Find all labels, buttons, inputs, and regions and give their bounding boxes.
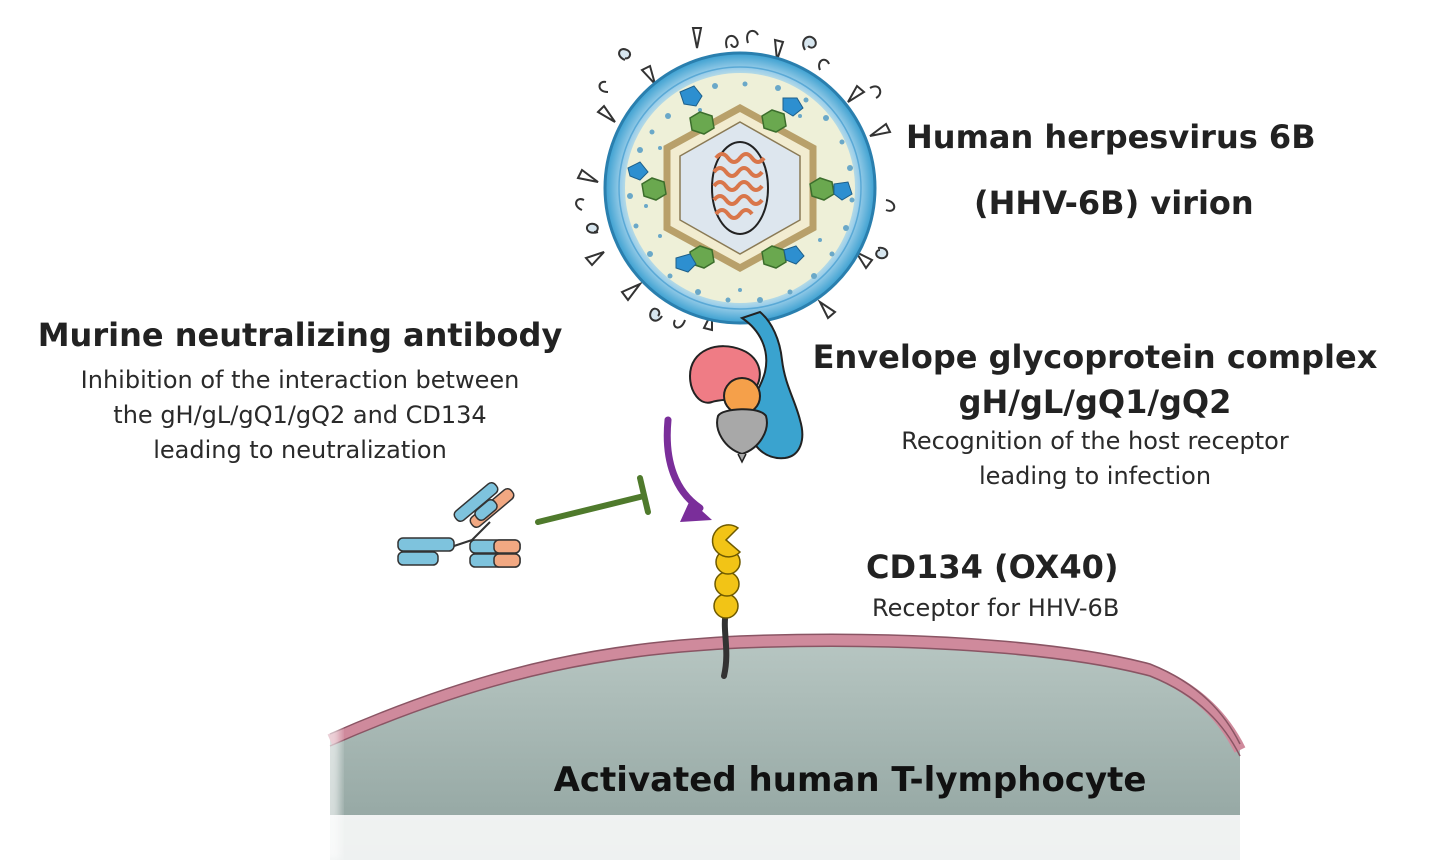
t-lymphocyte-cell (300, 633, 1250, 860)
viral-dna-coils (712, 152, 766, 220)
gq2-protein (716, 408, 768, 456)
cell-membrane (327, 634, 1246, 753)
receptor-title: CD134 (OX40) (866, 548, 1119, 586)
receptor-desc: Receptor for HHV-6B (872, 594, 1120, 622)
antibody-desc-line2: the gH/gL/gQ1/gQ2 and CD134 (113, 401, 487, 429)
glycoprotein-title-line1: Envelope glycoprotein complex (812, 338, 1378, 376)
viral-genome-ring (711, 141, 769, 235)
nucleocapsid-inner (679, 121, 801, 255)
capsid-proteins (641, 109, 835, 269)
cell-bottom-fade (320, 815, 1250, 860)
cell-body (330, 640, 1240, 860)
receptor-binding-head (711, 524, 742, 558)
cd134-receptor (711, 524, 742, 679)
glycoprotein-complex (688, 310, 804, 464)
cell-label: Activated human T-lymphocyte (553, 760, 1147, 800)
glycoprotein-desc-line1: Recognition of the host receptor (901, 427, 1289, 455)
antibody-title: Murine neutralizing antibody (37, 316, 563, 354)
glycoprotein-desc-line2: leading to infection (978, 462, 1212, 490)
tegument-proteins (627, 85, 853, 273)
inhibition-line (535, 475, 651, 525)
antibody-icon (397, 481, 521, 568)
hhv-6b-virion (575, 27, 896, 342)
receptor-stalk (721, 609, 730, 679)
virion-title-line1: Human herpesvirus 6B (906, 118, 1316, 156)
antibody-desc-line1: Inhibition of the interaction between (80, 366, 520, 394)
binding-arrow (663, 416, 712, 522)
antibody-desc-line3: leading to neutralization (153, 436, 447, 464)
virion-title-line2: (HHV-6B) virion (974, 184, 1254, 222)
envelope-spikes (576, 27, 892, 332)
cell-left-fade (300, 700, 340, 860)
envelope-glycoproteins (575, 29, 896, 342)
glycoprotein-title-line2: gH/gL/gQ1/gQ2 (958, 383, 1232, 421)
